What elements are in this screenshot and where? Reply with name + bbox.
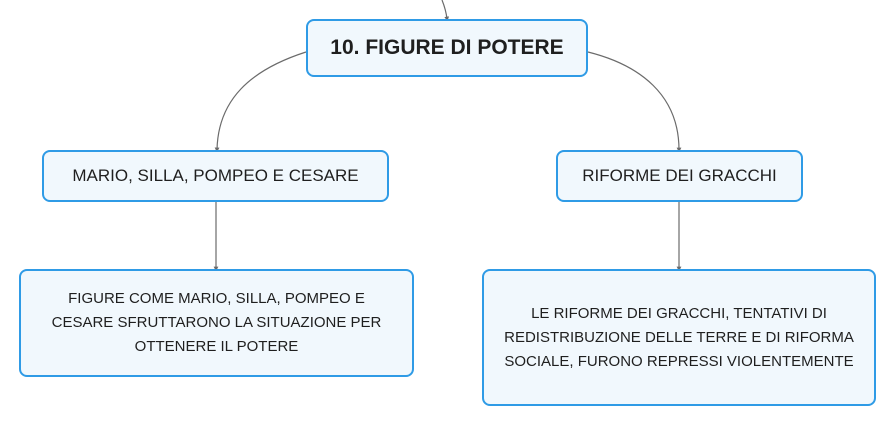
branch-node-mario-silla-pompeo-cesare[interactable]: MARIO, SILLA, POMPEO E CESARE <box>42 150 389 202</box>
branch-label: MARIO, SILLA, POMPEO E CESARE <box>72 166 359 185</box>
root-topic-node[interactable]: 10. FIGURE DI POTERE <box>306 19 588 77</box>
connector-root-to-left-branch <box>214 51 307 153</box>
branch-node-riforme-gracchi[interactable]: RIFORME DEI GRACCHI <box>556 150 803 202</box>
detail-text: FIGURE COME MARIO, SILLA, POMPEO E CESAR… <box>51 290 382 355</box>
branch-label: RIFORME DEI GRACCHI <box>582 166 777 185</box>
incoming-connector <box>441 0 450 22</box>
root-topic-title: 10. FIGURE DI POTERE <box>330 36 564 59</box>
detail-node-mario-silla-pompeo-cesare[interactable]: FIGURE COME MARIO, SILLA, POMPEO E CESAR… <box>19 269 414 377</box>
detail-node-riforme-gracchi[interactable]: LE RIFORME DEI GRACCHI, TENTATIVI DI RED… <box>482 269 876 406</box>
connector-root-to-right-branch <box>587 51 682 153</box>
detail-text: LE RIFORME DEI GRACCHI, TENTATIVI DI RED… <box>504 304 854 370</box>
